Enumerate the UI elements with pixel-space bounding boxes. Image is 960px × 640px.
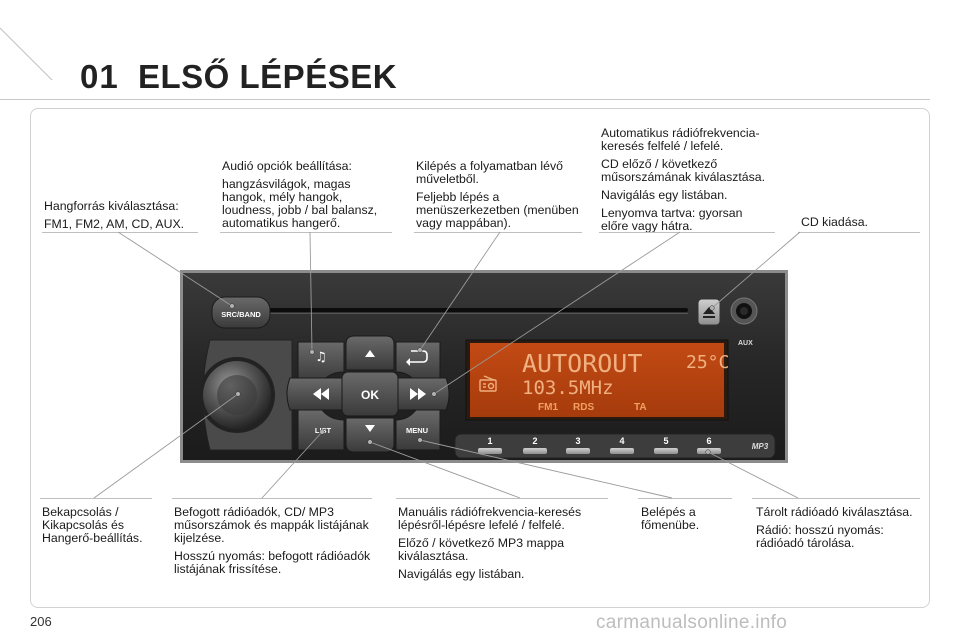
callout-audio-rule [220,232,392,233]
callout-manual-search-rule [396,498,608,499]
menu-button[interactable]: MENU [395,409,441,451]
seek-back-button[interactable] [286,377,343,411]
callout-audio: Audió opciók beállítása: hangzásvilágok,… [222,159,378,230]
callout-manual-search: Manuális rádiófrekvencia-keresés lépésrő… [398,505,582,581]
display-ta: TA [634,402,647,413]
return-icon [410,350,428,363]
down-button[interactable] [345,417,395,453]
content-panel [30,108,930,608]
src-band-button[interactable]: SRC/BAND [211,296,271,329]
music-note-icon: ♫ [315,350,327,365]
aux-jack[interactable] [730,297,758,325]
watermark: carmanualsonline.info [596,612,788,633]
chapter-header-rule [0,99,930,100]
page-number: 206 [30,614,52,629]
eject-button[interactable] [697,298,721,326]
svg-text:1: 1 [487,436,492,446]
mp3-logo: MP3 [752,442,769,451]
chapter-number: 01 [80,58,119,95]
callout-menu: Belépés a főmenübe. [641,505,700,532]
svg-text:3: 3 [575,436,580,446]
menu-label: MENU [406,426,428,435]
callout-power: Bekapcsolás / Kikapcsolás és Hangerő-beá… [42,505,143,545]
callout-exit-rule [414,232,582,233]
preset-3-button[interactable]: 3 [566,436,590,454]
callout-menu-rule [638,498,732,499]
callout-source: Hangforrás kiválasztása: FM1, FM2, AM, C… [44,199,185,231]
src-band-label: SRC/BAND [221,310,261,319]
corner-decoration [0,27,53,80]
lcd-display: AUTOROUT 25°C 103.5MHz FM1 RDS TA [465,339,729,421]
display-rds: RDS [573,402,594,413]
callout-source-rule [42,232,198,233]
callout-exit: Kilépés a folyamatban lévő műveletből. F… [416,159,579,230]
preset-2-button[interactable]: 2 [523,436,547,454]
display-temperature: 25°C [686,352,729,373]
display-frequency: 103.5MHz [522,377,614,399]
svg-text:4: 4 [619,436,624,446]
svg-text:6: 6 [706,436,711,446]
preset-5-button[interactable]: 5 [654,436,678,454]
seek-forward-button[interactable] [395,377,450,411]
callout-auto-search: Automatikus rádiófrekvencia-keresés felf… [601,126,766,233]
callout-power-rule [40,498,152,499]
callout-presets-rule [752,498,920,499]
preset-1-button[interactable]: 1 [478,436,502,454]
callout-eject: CD kiadása. [801,215,868,229]
eject-icon [703,307,715,314]
leader-dots [229,303,715,455]
callout-list: Befogott rádióadók, CD/ MP3 műsorszámok … [174,505,371,576]
seek-forward-icon [410,388,426,400]
callout-presets: Tárolt rádióadó kiválasztása. Rádió: hos… [756,505,913,550]
up-button[interactable] [345,335,395,371]
ok-label: OK [361,388,379,402]
radio-icon [479,375,497,392]
aux-label: AUX [738,340,753,347]
preset-4-button[interactable]: 4 [610,436,634,454]
cd-slot [268,308,688,312]
arrow-down-icon [365,425,375,432]
ok-button[interactable]: OK [341,371,399,417]
leader-lines [93,231,801,499]
arrow-up-icon [365,350,375,357]
svg-text:5: 5 [663,436,668,446]
seek-back-icon [313,388,329,400]
display-fm-band: FM1 [538,402,558,413]
callout-auto-search-rule [599,232,775,233]
display-line1: AUTOROUT [522,349,642,378]
chapter-title: ELSŐ LÉPÉSEK [138,58,398,95]
callout-list-rule [172,498,372,499]
svg-text:2: 2 [532,436,537,446]
callout-eject-rule [798,232,920,233]
